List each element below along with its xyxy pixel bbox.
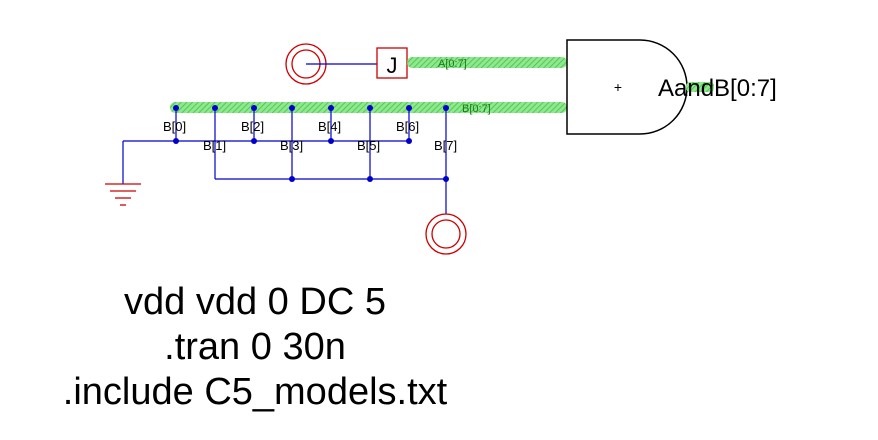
vdd-port-icon[interactable]	[425, 213, 467, 255]
bus-a[interactable]: A[0:7]	[407, 57, 567, 70]
ground-icon[interactable]	[105, 183, 141, 206]
bit-label-b4: B[4]	[318, 119, 341, 134]
ground-net-wires[interactable]	[122, 140, 409, 184]
output-label: AandB[0:7]	[658, 75, 777, 102]
spice-line-tran: .tran 0 30n	[164, 326, 346, 368]
bit-label-b2: B[2]	[241, 119, 264, 134]
bit-label-b5: B[5]	[357, 138, 380, 153]
bus-a-label: A[0:7]	[438, 58, 467, 70]
spice-line-include: .include C5_models.txt	[62, 371, 448, 413]
spice-line-vdd: vdd vdd 0 DC 5	[124, 281, 386, 323]
bit-label-b6: B[6]	[396, 119, 419, 134]
ground-net-junctions	[173, 138, 412, 144]
bit-label-b0: B[0]	[163, 119, 186, 134]
bit-label-b3: B[3]	[280, 138, 303, 153]
bus-b-junctions	[173, 105, 449, 111]
jumper-label: J	[387, 53, 398, 78]
vdd-net-wires[interactable]	[215, 178, 447, 214]
output-bus[interactable]	[686, 82, 714, 92]
bit-label-b7: B[7]	[434, 138, 457, 153]
jumper-symbol[interactable]: J	[376, 47, 408, 79]
gate-center-mark: +	[614, 79, 622, 95]
spice-directives[interactable]: vdd vdd 0 DC 5 .tran 0 30n .include C5_m…	[0, 280, 510, 415]
bit-taps	[175, 108, 447, 179]
bus-b-label: B[0:7]	[462, 103, 491, 115]
vdd-net-junctions	[289, 176, 449, 182]
bit-label-b1: B[1]	[203, 138, 226, 153]
